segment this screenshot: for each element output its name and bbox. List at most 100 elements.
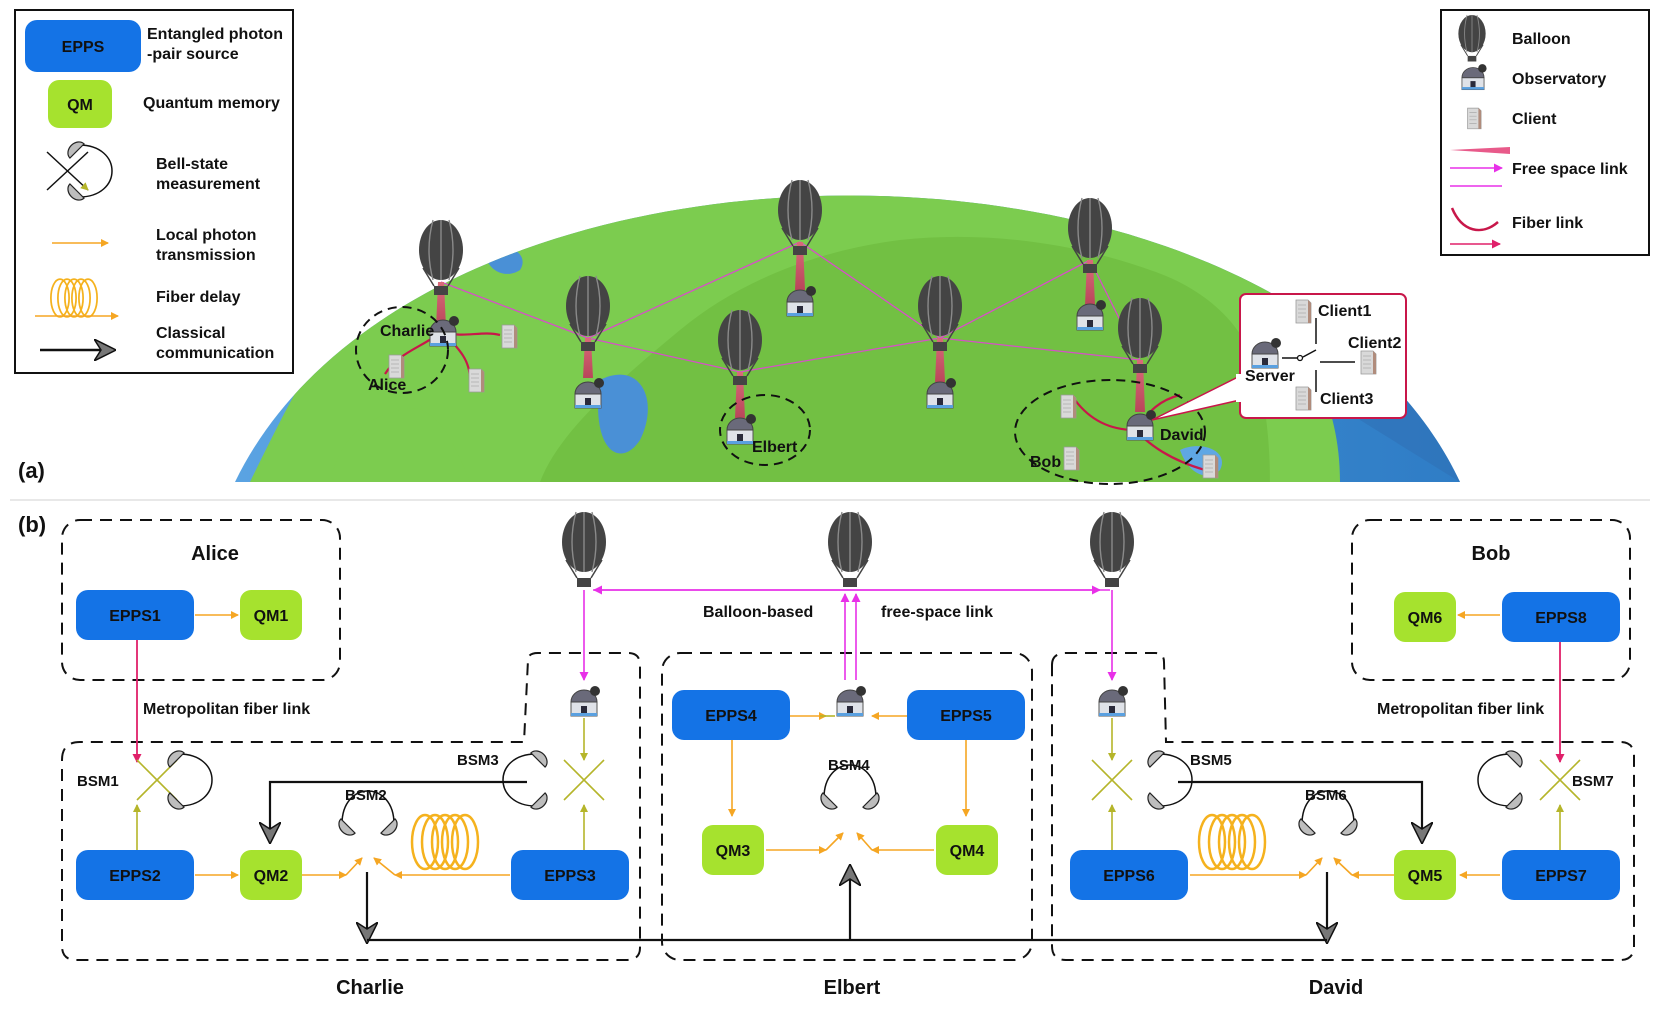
metro-label-left: Metropolitan fiber link xyxy=(143,701,310,718)
client-icon xyxy=(1063,446,1080,471)
bsm2-label: BSM2 xyxy=(345,787,387,804)
epps4-label: EPPS4 xyxy=(705,708,757,725)
legend-delay-desc: Fiber delay xyxy=(156,289,241,306)
observatory-icon xyxy=(836,685,867,717)
balloon-link-label-1: Balloon-based xyxy=(703,604,813,621)
legend-epps-desc-1: Entangled photon xyxy=(147,26,283,43)
balloon-icon xyxy=(561,511,607,588)
bsm3-unit xyxy=(502,746,605,814)
epps1-box xyxy=(76,590,194,640)
title-elbert: Elbert xyxy=(824,977,881,999)
bsm5-unit xyxy=(1091,746,1193,814)
epps2-box xyxy=(76,850,194,900)
epps1-label: EPPS1 xyxy=(109,608,161,625)
client-icon xyxy=(1202,454,1219,479)
legend-classical-desc-2: communication xyxy=(156,345,274,362)
qm4-box xyxy=(936,825,998,875)
legend-free-space: Free space link xyxy=(1512,161,1628,178)
legend-balloon: Balloon xyxy=(1512,31,1571,48)
bsm3-label: BSM3 xyxy=(457,752,499,769)
client-icon xyxy=(1295,386,1312,411)
network-components: EPPS1 QM1 EPPS2 QM2 EPPS3 EPPS4 EPPS5 QM… xyxy=(76,590,1620,900)
client-icon xyxy=(1360,350,1377,375)
balloon-icon xyxy=(827,511,873,588)
bsm7-label: BSM7 xyxy=(1572,773,1614,790)
client-icon xyxy=(501,324,518,349)
balloon-link-label-2: free-space link xyxy=(881,604,993,621)
map-label-bob: Bob xyxy=(1030,454,1061,471)
server-inset: Client1 Client2 Client3 Server xyxy=(1151,293,1407,421)
bsm4-label: BSM4 xyxy=(828,757,870,774)
epps2-label: EPPS2 xyxy=(109,868,161,885)
epps7-label: EPPS7 xyxy=(1535,868,1587,885)
local-links xyxy=(195,611,1500,879)
panel-a-label: (a) xyxy=(18,458,45,483)
client-icon xyxy=(388,354,405,379)
map-regions xyxy=(355,306,1206,485)
qm6-box xyxy=(1394,592,1456,642)
legend-epps-box xyxy=(25,20,141,72)
metro-label-right: Metropolitan fiber link xyxy=(1377,701,1544,718)
legend-beam-icon xyxy=(1450,147,1510,154)
title-david: David xyxy=(1309,977,1363,999)
legend-epps-box-label: EPPS xyxy=(62,39,105,56)
bsm-labels: BSM1 BSM2 BSM3 BSM4 BSM5 BSM6 BSM7 xyxy=(77,752,1614,804)
node-titles: Alice Bob Charlie Elbert David xyxy=(191,543,1510,999)
legend-bsm-desc-2: measurement xyxy=(156,176,261,193)
legend-local-desc-1: Local photon xyxy=(156,227,256,244)
bsm5-label: BSM5 xyxy=(1190,752,1232,769)
title-bob: Bob xyxy=(1472,543,1511,565)
map-free-space-links xyxy=(440,241,1141,373)
qm6-label: QM6 xyxy=(1408,610,1443,627)
network-balloons xyxy=(561,511,1135,588)
epps7-box xyxy=(1502,850,1620,900)
legend-local-desc-2: transmission xyxy=(156,247,256,264)
legend-fiber-curve xyxy=(1450,207,1499,232)
panel-b-label: (b) xyxy=(18,512,46,537)
inset-client3: Client3 xyxy=(1320,391,1373,408)
network-free-space-links xyxy=(579,585,1117,681)
inset-client1: Client1 xyxy=(1318,303,1371,320)
qm2-label: QM2 xyxy=(254,868,289,885)
epps8-label: EPPS8 xyxy=(1535,610,1587,627)
balloon-icon xyxy=(1089,511,1135,588)
legend-bsm-desc-1: Bell-state xyxy=(156,156,228,173)
map-label-alice: Alice xyxy=(368,377,406,394)
fiber-delay-david xyxy=(1197,813,1267,871)
legend-fiber: Fiber link xyxy=(1512,215,1583,232)
legend-right: Balloon Observatory Client Free space li… xyxy=(1440,9,1650,256)
map-label-charlie: Charlie xyxy=(380,323,434,340)
qm4-label: QM4 xyxy=(950,843,985,860)
fiber-delay-charlie xyxy=(410,813,480,871)
epps5-label: EPPS5 xyxy=(940,708,992,725)
epps8-box xyxy=(1502,592,1620,642)
qm3-label: QM3 xyxy=(716,843,751,860)
map-labels: Charlie Alice Elbert David Bob xyxy=(368,323,1204,471)
inset-client2: Client2 xyxy=(1348,335,1401,352)
client-icon xyxy=(1295,299,1312,324)
map-label-elbert: Elbert xyxy=(752,439,798,456)
classical-links xyxy=(270,780,1422,940)
epps6-label: EPPS6 xyxy=(1103,868,1155,885)
legend-left: EPPS Entangled photon -pair source QM Qu… xyxy=(14,9,294,374)
title-alice: Alice xyxy=(191,543,239,565)
qm1-label: QM1 xyxy=(254,608,289,625)
network-observatories xyxy=(570,685,1129,717)
legend-epps-desc-2: -pair source xyxy=(147,46,239,63)
bsm-units xyxy=(136,746,1581,840)
bsm7-unit xyxy=(1477,746,1581,814)
legend-qm-box xyxy=(48,80,112,128)
qm5-box xyxy=(1394,850,1456,900)
bsm-feed-links xyxy=(133,715,1564,850)
inset-server: Server xyxy=(1245,368,1295,385)
client-icon xyxy=(1467,107,1482,130)
node-regions xyxy=(61,519,1635,961)
legend-qm-desc: Quantum memory xyxy=(143,95,280,112)
client-icon xyxy=(468,368,485,393)
legend-fiber-delay-icon xyxy=(35,278,119,320)
qm1-box xyxy=(240,590,302,640)
map-label-david: David xyxy=(1160,427,1204,444)
qm3-box xyxy=(702,825,764,875)
